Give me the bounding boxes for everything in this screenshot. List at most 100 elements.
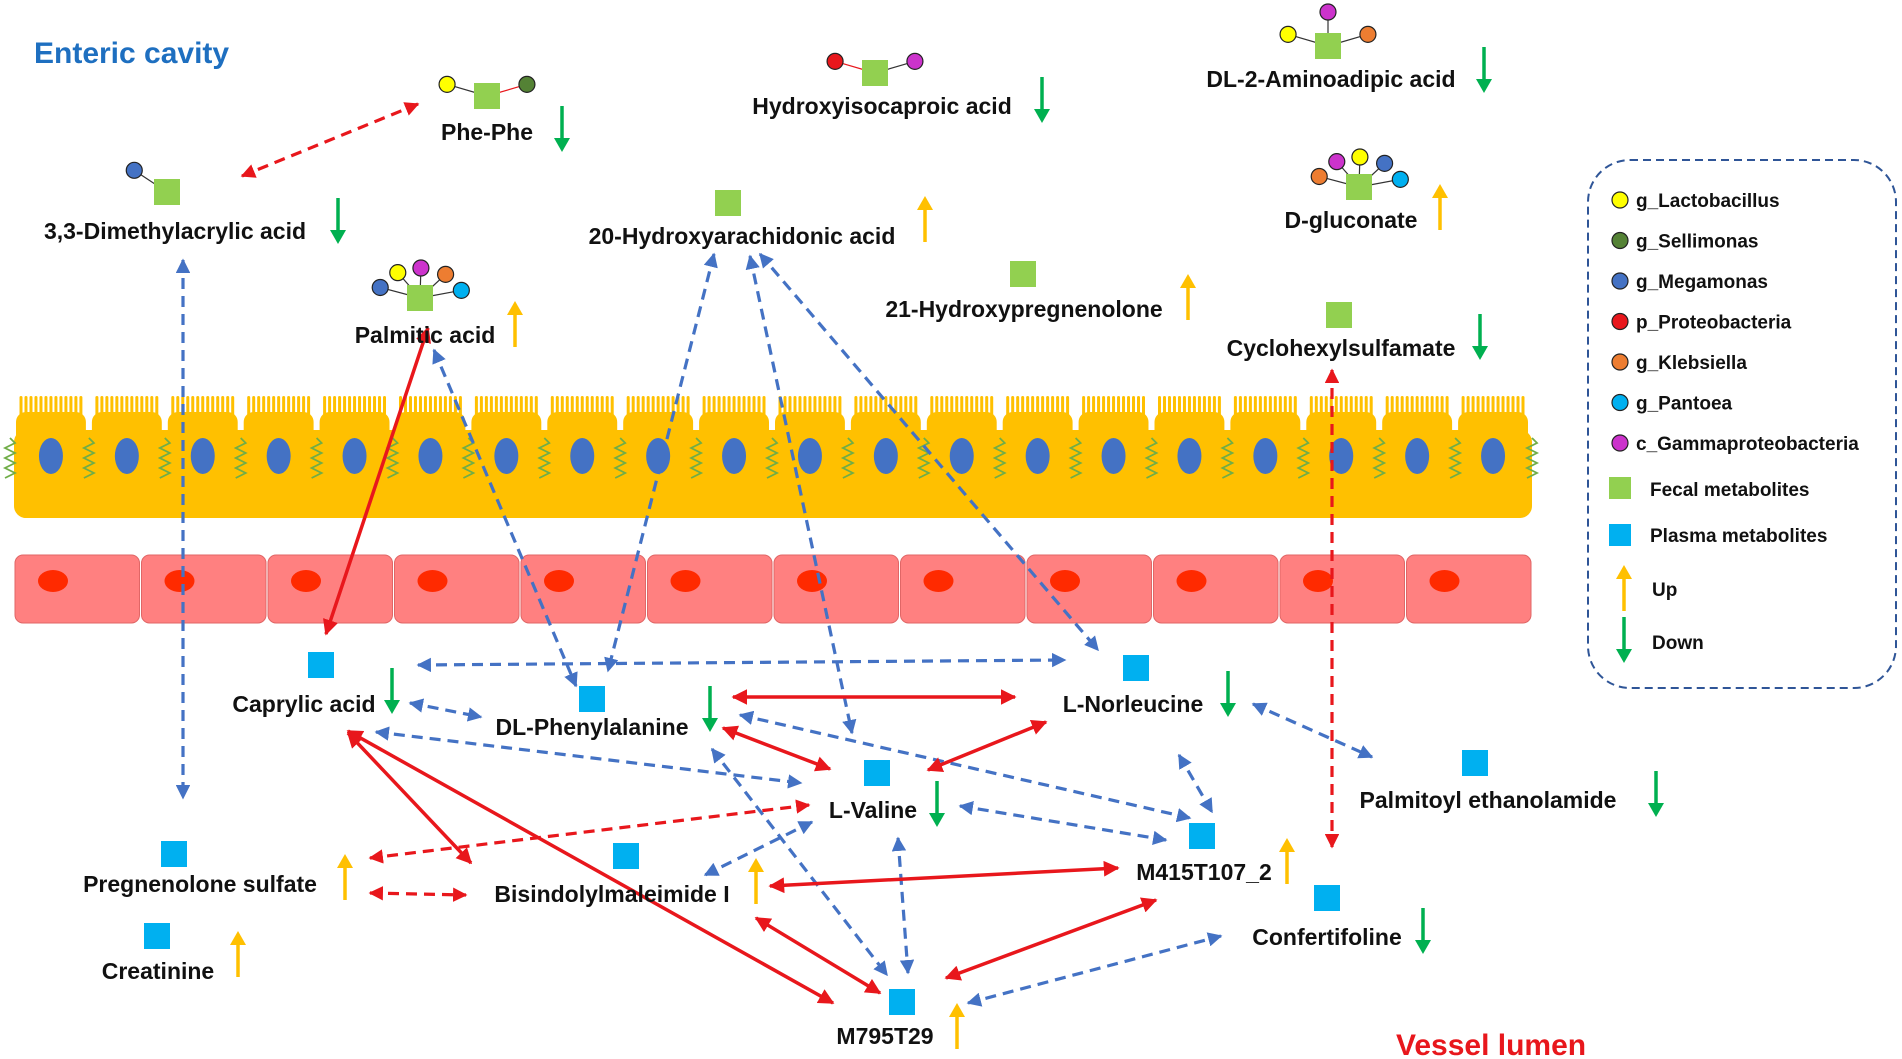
metabolite-label: Pregnenolone sulfate: [83, 871, 317, 897]
microvillus: [702, 396, 706, 418]
microvillus: [1162, 396, 1166, 418]
microvillus: [1233, 396, 1237, 418]
microvillus: [727, 396, 731, 418]
microvillus: [1006, 396, 1010, 418]
connection-caprylic-phenylalanine: [408, 698, 483, 722]
microvillus: [438, 396, 442, 418]
microvillus: [201, 396, 205, 418]
microvillus: [155, 396, 159, 418]
metabolite-phenylalanine: DL-Phenylalanine: [496, 686, 718, 740]
epithelial-nucleus: [570, 438, 595, 474]
legend-bacteria-circle: [1611, 272, 1629, 290]
microvillus: [378, 396, 382, 418]
microvillus: [252, 396, 256, 418]
epithelial-nucleus: [949, 438, 974, 474]
legend-up-arrow-shape: [1616, 565, 1632, 611]
bacteria-circle-c-gammaproteobacteria: [906, 52, 924, 70]
microvillus: [1521, 396, 1525, 418]
microvillus: [803, 396, 807, 418]
endothelial-cell: [141, 554, 267, 624]
microvillus: [1501, 396, 1505, 418]
microvillus: [494, 396, 498, 418]
metabolite-label: Confertifoline: [1252, 924, 1402, 950]
microvillus: [945, 396, 949, 418]
fecal-metabolite-square: [407, 285, 433, 311]
microvillus: [935, 396, 939, 418]
microvillus: [474, 396, 478, 418]
legend-item-c-gammaproteobacteria: c_Gammaproteobacteria: [1611, 434, 1859, 455]
tight-junction: [1372, 437, 1387, 479]
microvillus: [575, 396, 579, 418]
epithelial-nucleus: [266, 438, 291, 474]
epithelial-nucleus: [342, 438, 367, 474]
metabolite-label: 3,3-Dimethylacrylic acid: [44, 218, 306, 244]
epithelial-cell: [764, 396, 845, 518]
microvillus: [722, 396, 726, 418]
microvillus: [338, 396, 342, 418]
legend-bacteria-label: p_Proteobacteria: [1636, 313, 1792, 334]
microvillus: [793, 396, 797, 418]
up-arrow-icon: [337, 854, 353, 900]
legend-bacteria-label: g_Pantoea: [1636, 394, 1733, 415]
legend-bacteria-label: g_Klebsiella: [1636, 353, 1747, 374]
tight-junction: [233, 437, 248, 479]
microvillus: [1258, 396, 1262, 418]
microvillus: [277, 396, 281, 418]
microvillus: [1273, 396, 1277, 418]
connection-palmitic-caprylic: [323, 326, 431, 636]
metabolite-m415: M415T107_2: [1136, 823, 1295, 885]
endothelial-cell-body: [647, 554, 773, 624]
microvillus: [353, 396, 357, 418]
endothelial-cell-body: [141, 554, 267, 624]
microvillus: [590, 396, 594, 418]
legend-bacteria-circle: [1611, 312, 1629, 331]
tight-junction: [1448, 437, 1463, 479]
microvillus: [49, 396, 53, 418]
microvillus: [605, 396, 609, 418]
microvillus: [1349, 396, 1353, 418]
microvillus: [1293, 396, 1297, 418]
legend-bacteria-circle: [1611, 393, 1629, 412]
microvillus: [1238, 396, 1242, 418]
microvillus: [914, 396, 918, 418]
microvillus: [712, 396, 716, 418]
bacteria-circle-g-klebsiella: [1310, 167, 1328, 186]
endothelial-cell-body: [1153, 554, 1279, 624]
microvillus: [363, 396, 367, 418]
endothelial-nucleus: [1176, 570, 1207, 592]
endothelial-cell: [267, 554, 393, 624]
down-arrow-icon: [702, 686, 718, 732]
epithelial-nucleus: [1101, 438, 1126, 474]
metabolite-cyclohexylsulfamate: Cyclohexylsulfamate: [1227, 302, 1488, 361]
plasma-metabolite-square: [579, 686, 605, 712]
microvillus: [191, 396, 195, 418]
fecal-metabolite-square: [715, 190, 741, 216]
microvillus: [176, 396, 180, 418]
microvillus: [443, 396, 447, 418]
microvillus: [373, 396, 377, 418]
legend-bacteria-label: g_Megamonas: [1636, 272, 1768, 293]
connection-valine-m795: [891, 836, 915, 975]
endothelial-cell: [900, 554, 1026, 624]
plasma-metabolite-square: [1123, 655, 1149, 681]
tight-junction: [2, 437, 18, 479]
microvillus: [1192, 396, 1196, 418]
metabolite-bisindolyl: Bisindolylmaleimide I: [494, 843, 764, 907]
microvillus: [757, 396, 761, 418]
endothelial-cell: [1406, 554, 1532, 624]
legend-fecal-label: Fecal metabolites: [1650, 480, 1809, 501]
connection-caprylic-m795: [346, 729, 835, 1005]
microvillus: [418, 396, 422, 418]
microvillus: [1061, 396, 1065, 418]
bacteria-circle-g-klebsiella: [436, 265, 455, 283]
microvillus: [980, 396, 984, 418]
endothelial-nucleus: [1429, 570, 1460, 592]
legend-fecal-swatch: [1609, 477, 1631, 499]
bacteria-circle-c-gammaproteobacteria: [1319, 3, 1337, 21]
endothelial-nucleus: [923, 570, 954, 592]
microvillus: [44, 396, 48, 418]
tight-junction: [81, 437, 96, 479]
microvillus: [433, 396, 437, 418]
down-arrow-icon: [384, 668, 400, 714]
microvillus: [1354, 396, 1358, 418]
